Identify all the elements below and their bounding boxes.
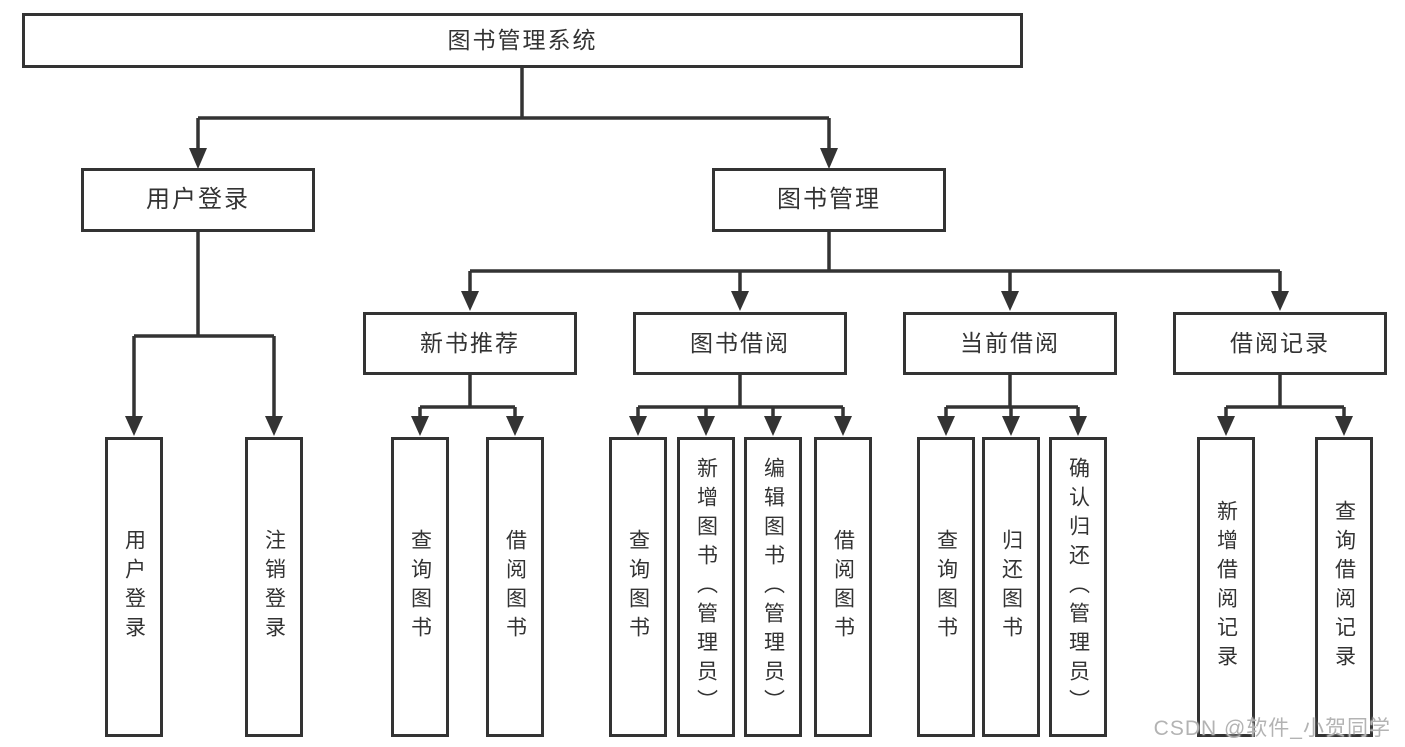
node-borrow-records: 借阅记录 xyxy=(1173,312,1387,375)
node-root-system: 图书管理系统 xyxy=(22,13,1023,68)
leaf-recommend-borrow-books: 借阅图书 xyxy=(486,437,544,737)
connector-book-borrow-to-leaves xyxy=(629,375,852,436)
connector-user-login-to-leaves xyxy=(125,232,283,436)
leaf-borrow-query-books: 查询图书 xyxy=(609,437,667,737)
connector-current-borrow-to-leaves xyxy=(937,375,1087,436)
watermark: CSDN @软件_小贺同学 xyxy=(1153,717,1391,740)
connector-book-mgmt-to-level3 xyxy=(461,232,1289,311)
node-user-login: 用户登录 xyxy=(81,168,315,232)
node-current-borrow: 当前借阅 xyxy=(903,312,1117,375)
connector-borrow-records-to-leaves xyxy=(1217,375,1353,436)
node-book-borrow: 图书借阅 xyxy=(633,312,847,375)
leaf-return-books: 归还图书 xyxy=(982,437,1040,737)
leaf-recommend-query-books: 查询图书 xyxy=(391,437,449,737)
leaf-user-login: 用户登录 xyxy=(105,437,163,737)
node-new-book-recommend: 新书推荐 xyxy=(363,312,577,375)
leaf-add-books-admin: 新增图书（管理员） xyxy=(677,437,735,737)
leaf-logout: 注销登录 xyxy=(245,437,303,737)
leaf-edit-books-admin: 编辑图书（管理员） xyxy=(744,437,802,737)
leaf-confirm-return-admin: 确认归还（管理员） xyxy=(1049,437,1107,737)
connector-root-to-level2 xyxy=(189,68,838,169)
connector-new-books-to-leaves xyxy=(411,375,524,436)
leaf-current-query-books: 查询图书 xyxy=(917,437,975,737)
node-book-management: 图书管理 xyxy=(712,168,946,232)
leaf-borrow-books: 借阅图书 xyxy=(814,437,872,737)
leaf-add-borrow-record: 新增借阅记录 xyxy=(1197,437,1255,737)
leaf-query-borrow-record: 查询借阅记录 xyxy=(1315,437,1373,737)
